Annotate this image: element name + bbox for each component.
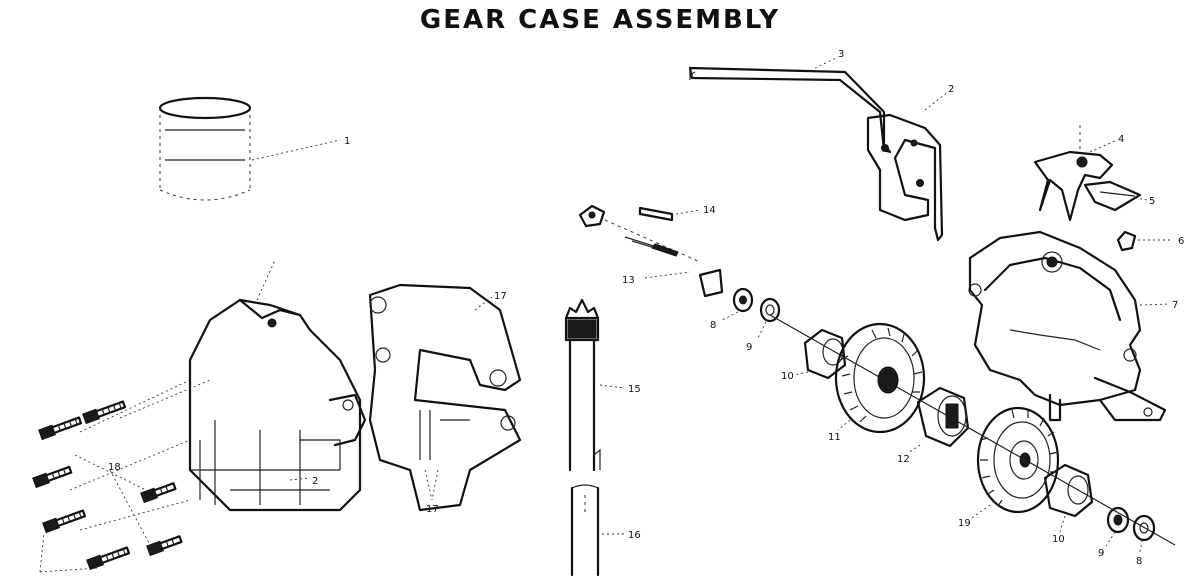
callout-8-upper: 8 <box>710 320 716 331</box>
callout-1: 1 <box>344 136 350 147</box>
part-7-right-gear-case <box>968 230 1171 422</box>
part-10-bearing-lower <box>1043 463 1094 533</box>
callout-11: 11 <box>828 432 841 443</box>
part-13-drive-pin <box>578 204 724 298</box>
part-17-gasket <box>368 283 522 512</box>
callout-9-lower: 9 <box>1098 548 1104 559</box>
callout-10-lower: 10 <box>1052 534 1065 545</box>
callout-10-upper: 10 <box>781 371 794 382</box>
callout-15: 15 <box>628 384 641 395</box>
part-3-shift-lever <box>688 56 892 154</box>
callout-14: 14 <box>703 205 716 216</box>
part-8-washer-lower <box>1132 514 1156 553</box>
part-12-clutch <box>907 386 970 454</box>
part-10-bearing-upper <box>794 328 847 380</box>
callout-2-top: 2 <box>948 84 954 95</box>
part-9-washer-upper <box>756 297 781 341</box>
callout-7: 7 <box>1172 300 1178 311</box>
part-5-fork-arm <box>1083 180 1149 212</box>
part-14-pin <box>638 206 701 222</box>
part-2-shift-bracket <box>866 91 949 242</box>
shaft-centerline <box>769 314 1176 546</box>
callout-2-left: 2 <box>312 476 318 487</box>
callouts: 1 2 3 4 5 6 7 8 9 10 11 12 13 14 15 16 1… <box>108 49 1184 567</box>
part-18-screws <box>32 379 211 573</box>
part-6-detent-plug <box>1116 230 1172 252</box>
callout-9-upper: 9 <box>746 342 752 353</box>
callout-4: 4 <box>1118 134 1124 145</box>
callout-13: 13 <box>622 275 635 286</box>
part-4-shift-fork <box>1033 125 1118 222</box>
callout-17-top: 17 <box>494 291 507 302</box>
part-2-gear-case-housing <box>188 259 367 512</box>
part-1-band <box>158 96 341 201</box>
part-11-bevel-gear <box>834 322 926 434</box>
callout-16: 16 <box>628 530 641 541</box>
callout-19: 19 <box>958 518 971 529</box>
callout-3: 3 <box>838 49 844 60</box>
callout-18: 18 <box>108 462 121 473</box>
diagram-title: GEAR CASE ASSEMBLY <box>419 5 781 35</box>
callout-5: 5 <box>1149 196 1155 207</box>
callout-12: 12 <box>897 454 910 465</box>
callout-6: 6 <box>1178 236 1184 247</box>
part-19-spur-gear <box>971 406 1060 519</box>
part-16-lower-shaft <box>570 484 625 577</box>
part-8-washer-upper <box>721 287 754 321</box>
callout-17-bottom: 17 <box>426 504 439 515</box>
part-9-washer-lower <box>1105 506 1130 547</box>
callout-8-lower: 8 <box>1136 556 1142 567</box>
part-15-pinion-shaft <box>564 298 626 472</box>
